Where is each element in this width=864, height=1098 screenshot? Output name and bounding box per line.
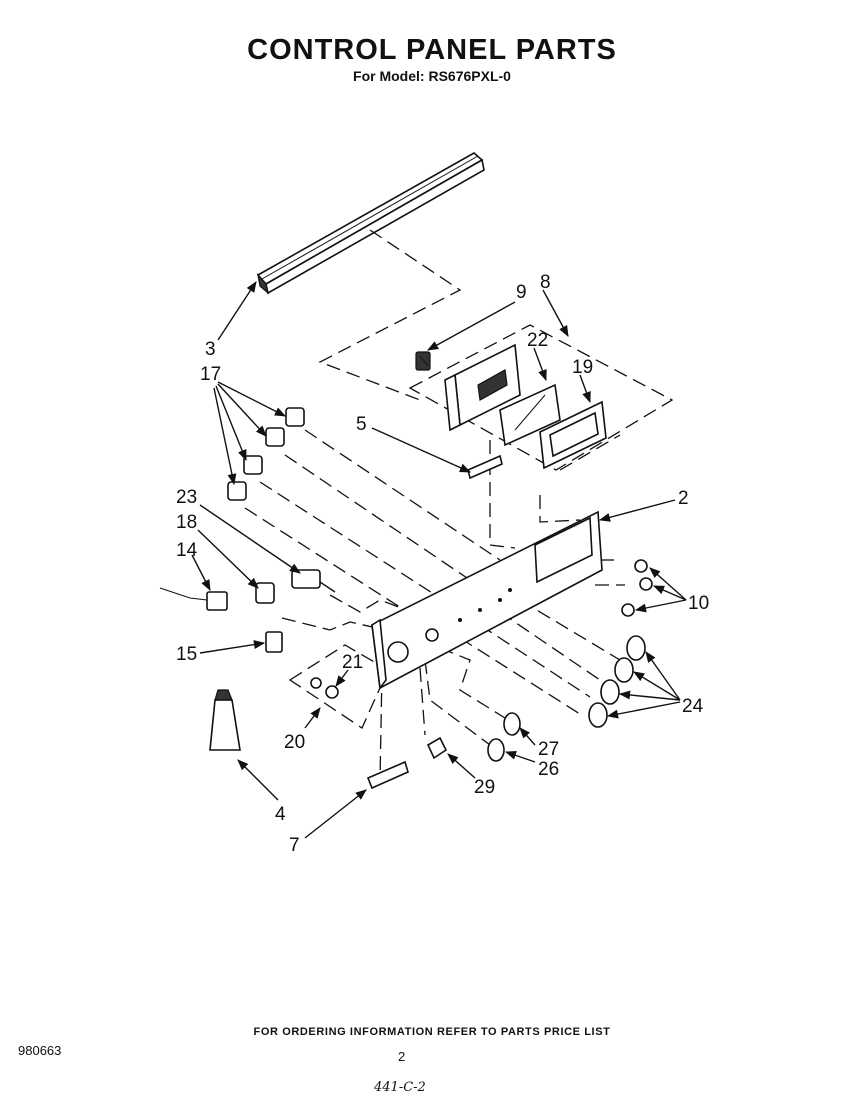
- callout-leaders: [191, 281, 687, 839]
- part-10-nuts: [621, 559, 653, 617]
- callout-3: 3: [205, 339, 216, 360]
- callout-22: 22: [527, 330, 548, 351]
- ordering-note: FOR ORDERING INFORMATION REFER TO PARTS …: [253, 1026, 611, 1038]
- part-5-bracket: [467, 454, 503, 480]
- callout-19: 19: [572, 357, 593, 378]
- part-3-trim-strip: [256, 152, 485, 295]
- callout-5: 5: [356, 414, 367, 435]
- callout-10: 10: [688, 593, 709, 614]
- part-4-holder: [209, 689, 241, 751]
- callout-24: 24: [682, 696, 704, 717]
- page-title: CONTROL PANEL PARTS: [247, 34, 617, 66]
- callout-9: 9: [516, 282, 527, 303]
- callout-27: 27: [538, 739, 559, 760]
- callout-2: 2: [678, 488, 689, 509]
- handwritten-note: 441-C-2: [374, 1080, 426, 1095]
- part-19-bezel: [539, 400, 607, 470]
- callout-8: 8: [540, 272, 551, 293]
- callout-17: 17: [200, 364, 221, 385]
- part-17-switches: [227, 407, 305, 501]
- callout-29: 29: [474, 777, 495, 798]
- callout-23: 23: [176, 487, 197, 508]
- callout-4: 4: [275, 804, 286, 825]
- model-subtitle: For Model: RS676PXL-0: [353, 68, 511, 84]
- part-8-clock-assembly: [444, 343, 521, 432]
- part-14-switch: [159, 587, 228, 611]
- part-27-knob: [503, 712, 521, 736]
- callout-7: 7: [289, 835, 300, 856]
- part-22-lens: [499, 383, 561, 447]
- page-number: 2: [398, 1049, 406, 1064]
- part-18-switch: [255, 582, 275, 604]
- document-number: 980663: [18, 1043, 62, 1058]
- part-23-thermostat: [291, 569, 336, 593]
- part-7-bracket: [366, 760, 409, 790]
- callout-14: 14: [176, 540, 198, 561]
- part-2-control-panel: [371, 510, 603, 691]
- callout-26: 26: [538, 759, 559, 780]
- part-21-20-hardware: [310, 677, 339, 699]
- callout-18: 18: [176, 512, 197, 533]
- callout-21: 21: [342, 652, 363, 673]
- part-26-knob: [487, 738, 505, 762]
- callout-labels: 3 9 8 22 19 17 5 2 23 18 14 10 15 21 24 …: [176, 272, 709, 856]
- part-9-switch: [415, 351, 431, 371]
- part-29-grommet: [426, 736, 448, 760]
- callout-20: 20: [284, 732, 305, 753]
- callout-15: 15: [176, 644, 197, 665]
- part-24-knobs: [588, 635, 646, 728]
- part-15-connector: [265, 631, 283, 653]
